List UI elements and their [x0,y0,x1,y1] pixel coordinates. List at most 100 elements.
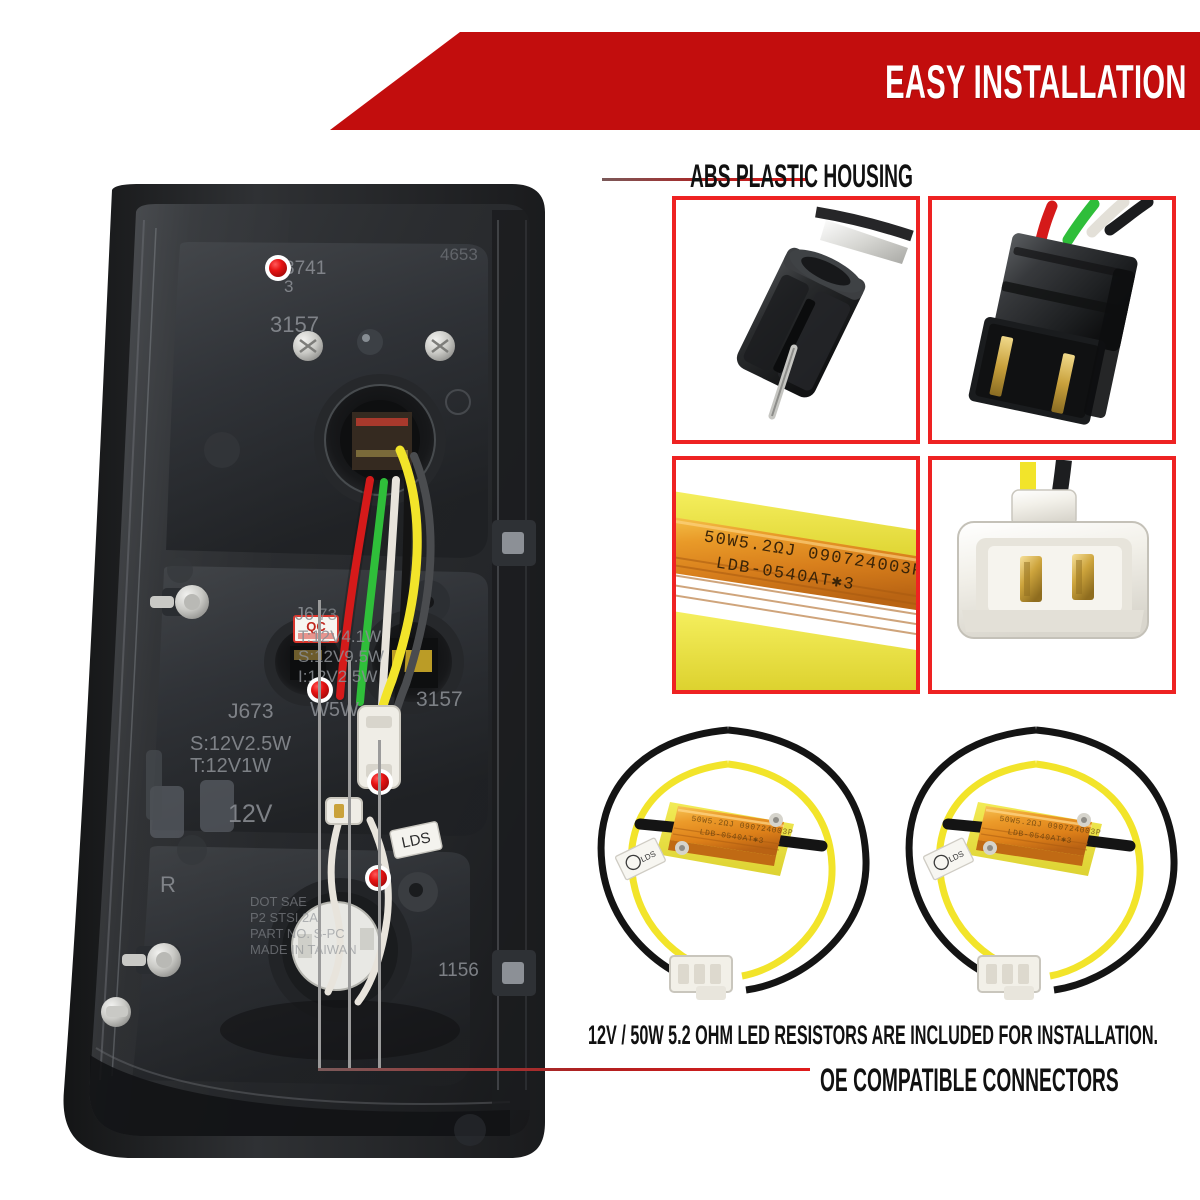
housing-illustration: LDS QC 3741 3 3157 4653 J6 73 T:12V4.1W … [63,184,545,1158]
housing-edge-highlight [99,219,145,1081]
mounting-stud-upper [150,585,209,619]
header-banner: EASY INSTALLATION [330,32,1200,130]
lds-tag-text: LDS [400,829,432,852]
photo-white-two-pin-connector [928,456,1176,694]
kit-connector-slot-1 [986,964,997,984]
molded-spec-t: T:12V4.1W [298,627,381,646]
photo-led-resistor-closeup: 50W5.2ΩJ 090724003P LDB-0540AT✱3 [672,456,920,694]
connector-cavity-inner [988,546,1122,612]
resistor-fin-lines [980,827,1089,851]
kit-connector-slot-2 [694,964,705,984]
leader-line-vertical-c [378,740,381,1070]
wire-black [1104,200,1154,236]
resistor-kit-left: 50W5.2ΩJ 090724003P LDB-0540AT✱3 LDS [578,724,888,1014]
molded-1156: 1156 [438,960,479,981]
connector-strain-relief [1011,489,1077,527]
callout-oe-compatible-connectors: OE COMPATIBLE CONNECTORS [820,1062,1119,1098]
mounting-stud-bottom [101,997,131,1027]
bulb-socket-upper-contact-red [356,418,408,426]
bulb-socket-bottom-cap-notch-left [298,934,312,958]
bulb-socket-bottom-boss-hole [409,883,423,897]
molded-3157-upper: 3157 [270,312,319,337]
resistor-body [670,806,784,856]
resistor-body [978,806,1092,856]
bulb-socket-bottom-cap [292,902,380,990]
screw-top-left-cross [299,339,317,353]
socket-lead-silver [820,220,908,264]
resistor-kit-left-illustration: 50W5.2ΩJ 090724003P LDB-0540AT✱3 LDS [597,726,870,1000]
molded-j673-lower: J673 [228,700,274,723]
kit-tag-symbol [625,854,641,871]
resistor-pcb-bottom [676,611,916,690]
caption-resistor-note: 12V / 50W 5.2 OHM LED RESISTORS ARE INCL… [588,1020,1159,1050]
resistor-body-highlight [985,808,1093,828]
resistor-screw-right-head [1081,817,1087,823]
molded-3157-lower: 3157 [416,688,463,711]
leader-line-vertical-a [318,600,321,1070]
bulb-socket-mid-contact [294,650,322,660]
molded-w5w: W5W [310,699,359,721]
inline-connector-lower-left [325,797,363,825]
kit-tag: LDS [922,837,974,881]
socket-pin-shade [771,347,795,417]
kit-connector-slot-3 [710,964,721,984]
housing-boss-e [454,1114,486,1146]
resistor-kit-right: 50W5.2ΩJ 090724003P LDB-0540AT✱3 LDS [886,724,1196,1014]
white-connector-illustration [932,460,1172,690]
molded-spec-s: S:12V9.5W [298,647,384,666]
leader-line-vertical-b [348,660,351,1070]
boss-top-mid [357,329,383,355]
marker-bulb-socket-top [269,259,287,277]
housing-boss-d [177,835,207,865]
connector-pin-right-shade [1076,560,1082,594]
resistor-fins [676,556,916,635]
resistor-screw-left-head [987,845,993,851]
wire-black [394,476,412,710]
molded-12v: 12V [228,800,273,828]
resistor-fin-lines [672,827,781,851]
wire-red [336,476,374,700]
photo-black-oe-connector [928,196,1176,444]
black-oe-connector-illustration [932,200,1172,440]
molded-j673-upper-b: 73 [318,605,337,624]
molded-3741-sub: 3 [284,277,293,296]
lds-tag: LDS [389,821,443,859]
screw-top-right-cross [431,339,449,353]
molded-taiwan-b: P2 STSI 2A [250,910,318,925]
tail-light-housing: LDS QC 3741 3 3157 4653 J6 73 T:12V4.1W … [40,150,600,1170]
open-arrow-circle [445,389,471,415]
connector-pin-right [1072,554,1094,600]
banner-title: EASY INSTALLATION [884,54,1187,108]
wedge-bulb-socket-illustration [676,200,916,440]
resistor-pcb-top [676,491,916,564]
connector-pin-left [1020,556,1042,602]
kit-tag-symbol [933,854,949,871]
kit-connector [669,955,733,1000]
mounting-stud-lower [122,943,181,977]
leader-line-abs-housing [602,178,807,181]
connector-upper-block [994,233,1138,352]
wire-green [1062,200,1100,246]
kit-connector-slot-2 [1002,964,1013,984]
kit-connector-tab [696,986,726,1000]
kit-connector-slot-3 [1018,964,1029,984]
socket-face-right [777,291,851,391]
kit-connector-slot-1 [678,964,689,984]
housing-boss-b [167,557,193,583]
housing-upper-panel [166,242,488,558]
molded-j673-upper: J6 [295,604,314,624]
housing-bottom-sweep [89,1055,511,1136]
housing-tab-left-b [200,780,234,832]
qc-sticker-label: QC [306,619,326,634]
leader-line-oe-connectors [318,1068,810,1071]
socket-bore [801,256,851,286]
wire-yellow-loop-right [1035,760,1144,980]
connector-side-shadow [1084,268,1135,418]
wire-white [1086,200,1130,238]
qc-sticker: QC [293,615,339,643]
molded-3741: 3741 [284,258,326,279]
molded-taiwan-a: DOT SAE [250,894,307,909]
housing-clip-upper-metal [502,532,524,554]
resistor-kit-right-illustration: 50W5.2ΩJ 090724003P LDB-0540AT✱3 LDS [905,726,1178,1000]
